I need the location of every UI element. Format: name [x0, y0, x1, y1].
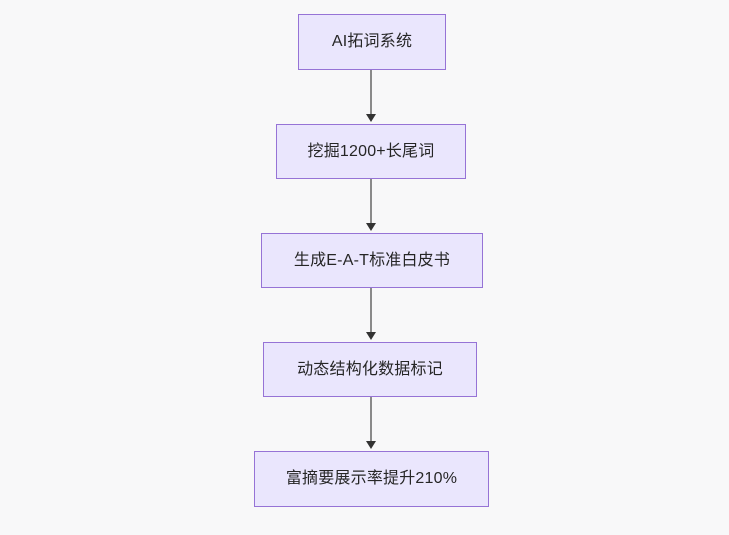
flow-node-5[interactable]: 富摘要展示率提升210% — [254, 451, 489, 507]
flow-node-2[interactable]: 挖掘1200+长尾词 — [276, 124, 466, 179]
flow-node-5-label: 富摘要展示率提升210% — [285, 470, 458, 487]
flow-edge-1-2 — [370, 70, 372, 116]
flow-edge-1-2-arrowhead — [366, 114, 376, 122]
flow-node-2-label: 挖掘1200+长尾词 — [307, 142, 435, 160]
flow-node-3[interactable]: 生成E-A-T标准白皮书 — [261, 233, 483, 288]
flow-edge-3-4-arrowhead — [366, 332, 376, 340]
flow-edge-3-4 — [370, 288, 372, 334]
flow-node-4[interactable]: 动态结构化数据标记 — [263, 342, 477, 397]
flow-edge-4-5 — [370, 397, 372, 443]
flow-edge-2-3-arrowhead — [366, 223, 376, 231]
flow-node-1-label: AI拓词系统 — [331, 33, 413, 50]
flow-node-1[interactable]: AI拓词系统 — [298, 14, 446, 70]
flow-edge-2-3 — [370, 179, 372, 225]
flow-edge-4-5-arrowhead — [366, 441, 376, 449]
flow-node-3-label: 生成E-A-T标准白皮书 — [293, 251, 451, 269]
flow-node-4-label: 动态结构化数据标记 — [297, 360, 443, 378]
